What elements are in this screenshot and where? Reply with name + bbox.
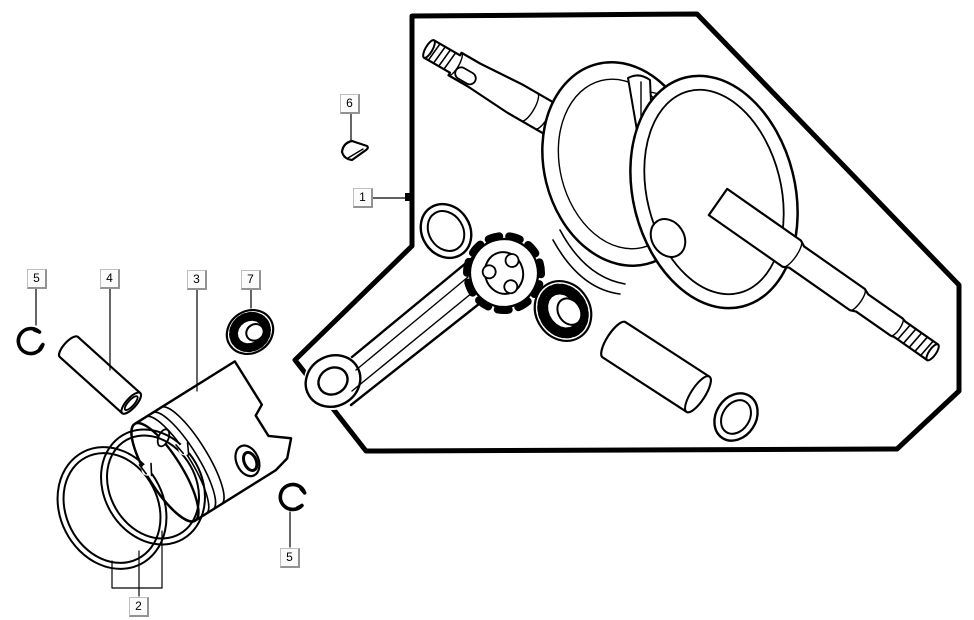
small-end-needle-bearing (225, 308, 275, 356)
oil-seal-ring (419, 202, 473, 260)
o-ring (713, 392, 759, 442)
spacer-bush (600, 320, 712, 414)
connecting-rod (304, 252, 506, 410)
callout-4[interactable]: 4 (100, 269, 120, 289)
callout-1[interactable]: 1 (353, 188, 373, 208)
circlip-left (13, 324, 47, 359)
callout-5-right[interactable]: 5 (280, 548, 300, 568)
piston-pin (57, 335, 143, 415)
drive-gear (463, 232, 545, 314)
callout-6[interactable]: 6 (340, 94, 360, 114)
crankshaft-assembly (422, 39, 940, 362)
callout-7[interactable]: 7 (241, 270, 261, 290)
woodruff-key (340, 139, 369, 162)
piston (130, 360, 293, 523)
callout-leader-lines (35, 113, 412, 597)
big-end-needle-bearing (533, 280, 593, 342)
callout-5-left[interactable]: 5 (27, 269, 47, 289)
circlip-right (276, 480, 308, 514)
piston-ring-a (56, 446, 168, 570)
callout-2[interactable]: 2 (129, 597, 149, 617)
callout-3[interactable]: 3 (187, 270, 207, 290)
